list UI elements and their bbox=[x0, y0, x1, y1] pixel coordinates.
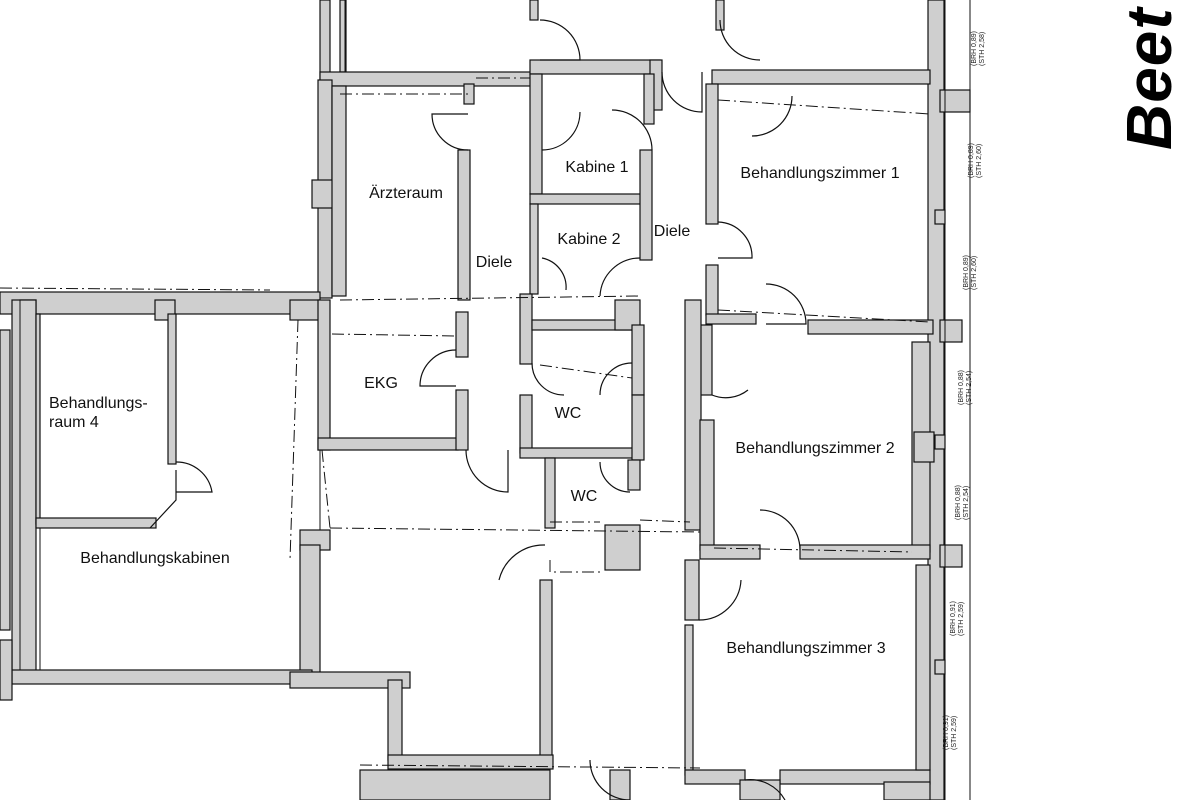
room-label-diele-right: Diele bbox=[653, 223, 691, 240]
thin-lines bbox=[19, 0, 971, 800]
room-label-behandlungszimmer-1: Behandlungszimmer 1 bbox=[740, 165, 900, 182]
dashed-lines bbox=[0, 77, 931, 769]
room-label-behandlungsraum-4-line1: Behandlungs- bbox=[49, 395, 148, 412]
window-note-2: (BRH 0,89)(STH 2,60) bbox=[968, 142, 983, 178]
walls bbox=[0, 0, 971, 800]
street-name: Beet bbox=[1113, 7, 1185, 150]
room-label-behandlungsraum-4-line2: raum 4 bbox=[49, 414, 99, 431]
room-label-behandlungszimmer-3: Behandlungszimmer 3 bbox=[726, 640, 886, 657]
room-label-behandlungszimmer-2: Behandlungszimmer 2 bbox=[735, 440, 895, 457]
window-note-7: (BRH 0,91)(STH 2,59) bbox=[943, 714, 958, 750]
room-label-wc-upper: WC bbox=[554, 405, 582, 422]
window-note-4: (BRH 0,88)(STH 2,54) bbox=[958, 369, 973, 405]
room-label-ekg: EKG bbox=[364, 375, 398, 392]
window-note-3: (BRH 0,89)(STH 2,60) bbox=[963, 254, 978, 290]
room-label-kabine-1: Kabine 1 bbox=[565, 159, 629, 176]
room-label-behandlungskabinen: Behandlungskabinen bbox=[80, 550, 230, 567]
room-label-kabine-2: Kabine 2 bbox=[557, 231, 621, 248]
window-note-1: (BRH 0,89)(STH 2,58) bbox=[971, 30, 986, 66]
window-note-6: (BRH 0,91)(STH 2,59) bbox=[950, 600, 965, 636]
room-label-wc-lower: WC bbox=[570, 488, 598, 505]
window-note-5: (BRH 0,88)(STH 2,54) bbox=[955, 484, 970, 520]
door-swings bbox=[149, 19, 807, 800]
room-label-aerzteraum: Ärzteraum bbox=[369, 185, 443, 202]
room-label-diele-left: Diele bbox=[475, 254, 513, 271]
